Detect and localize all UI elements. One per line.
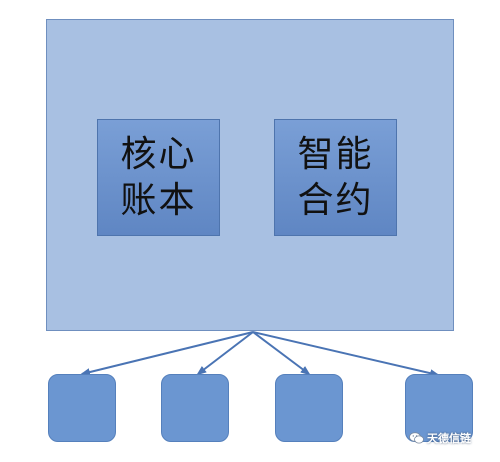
core-ledger-module: 核心 账本 <box>97 119 220 236</box>
watermark-text: 天德信链 <box>427 432 471 445</box>
core-ledger-label-line1: 核心 <box>120 133 197 175</box>
arrow-to-node-4 <box>252 331 440 378</box>
core-ledger-label-line2: 账本 <box>120 179 197 221</box>
smart-contract-module: 智能 合约 <box>274 119 397 236</box>
arrow-to-node-1 <box>80 331 254 376</box>
arrow-to-node-2 <box>196 331 254 376</box>
peer-node-4 <box>405 374 473 442</box>
smart-contract-label-line2: 合约 <box>297 179 374 221</box>
wechat-icon <box>409 432 424 444</box>
arrow-to-node-3 <box>252 331 311 376</box>
peer-node-3 <box>275 374 343 442</box>
peer-node-2 <box>161 374 229 442</box>
peer-node-1 <box>48 374 116 442</box>
smart-contract-label-line1: 智能 <box>297 133 374 175</box>
watermark: 天德信链 <box>409 430 471 446</box>
